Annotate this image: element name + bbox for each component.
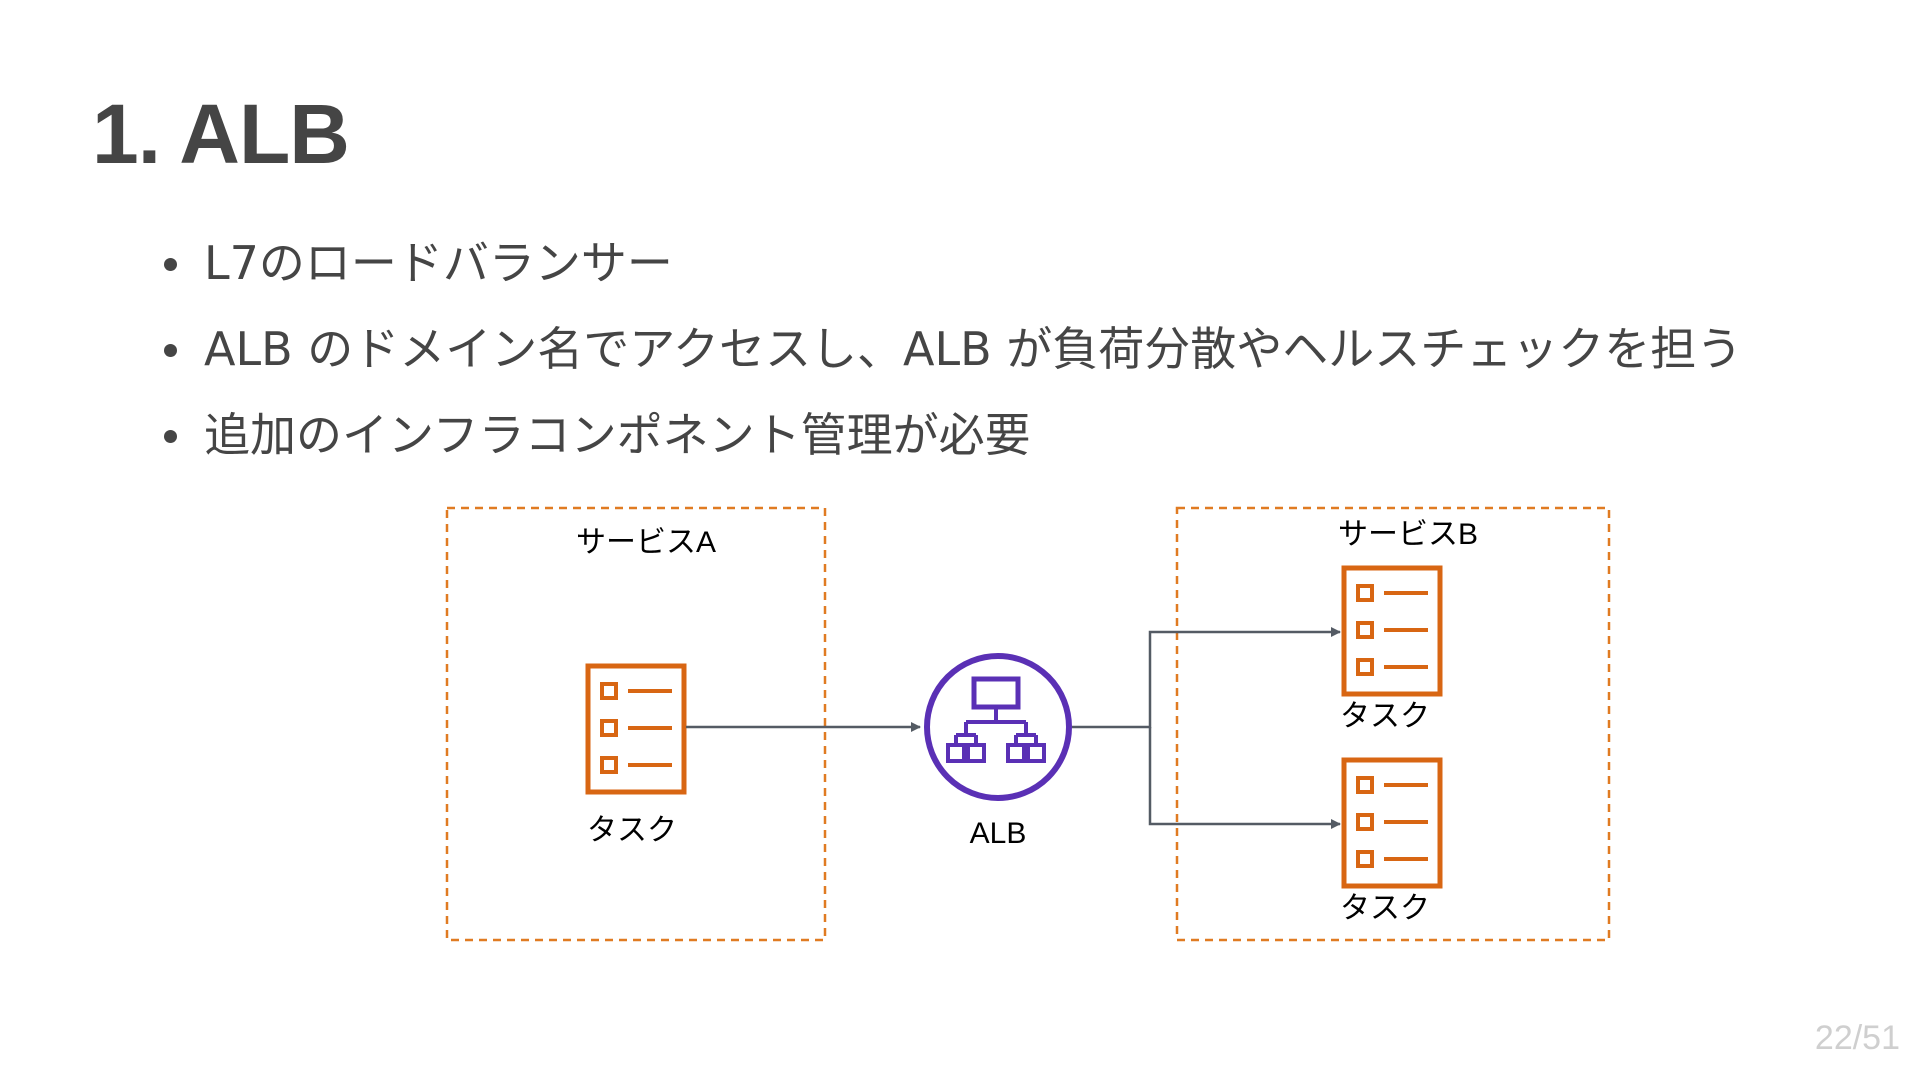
arrow-alb-to-task-lower [1148, 727, 1341, 829]
service-a-label: サービスA [576, 526, 716, 559]
bullet-item: ALB のドメイン名でアクセスし、ALB が負荷分散やヘルスチェックを担う [160, 306, 1742, 392]
page-number: 22/51 [1814, 1019, 1900, 1057]
service-b-boundary [1175, 506, 1611, 942]
service-b-label: サービスB [1338, 518, 1478, 551]
task-label: タスク [1340, 892, 1430, 925]
task-icon [588, 666, 684, 792]
task-label: タスク [1340, 700, 1430, 733]
task-icon [1344, 760, 1440, 886]
service-a-boundary [445, 506, 827, 942]
bullet-item: L7のロードバランサー [160, 220, 1742, 306]
bullet-list: L7のロードバランサー ALB のドメイン名でアクセスし、ALB が負荷分散やヘ… [160, 220, 1742, 478]
load-balancer-icon [924, 653, 1072, 801]
bullet-item: 追加のインフラコンポネント管理が必要 [160, 392, 1742, 478]
arrow-alb-to-task-upper [1072, 627, 1341, 729]
alb-label: ALB [970, 817, 1027, 850]
task-label: タスク [587, 814, 677, 847]
slide-title: 1. ALB [92, 87, 350, 181]
task-icon [1344, 568, 1440, 694]
